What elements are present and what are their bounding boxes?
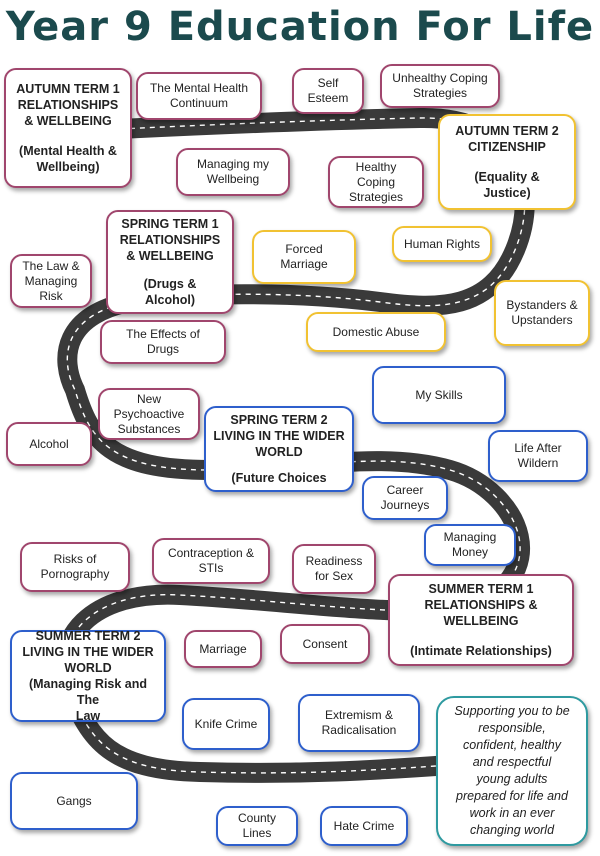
topic-readiness-for-sex: Readiness for Sex <box>292 544 376 594</box>
topic-career-journeys: Career Journeys <box>362 476 448 520</box>
topic-marriage: Marriage <box>184 630 262 668</box>
topic-extremism-radicalisation: Extremism & Radicalisation <box>298 694 420 752</box>
topic-hate-crime: Hate Crime <box>320 806 408 846</box>
spring-term-2-heading: SPRING TERM 2 LIVING IN THE WIDER WORLD <box>213 413 345 459</box>
topic-bystanders-upstanders: Bystanders & Upstanders <box>494 280 590 346</box>
summer-term-2-heading: SUMMER TERM 2 LIVING IN THE WIDER WORLD <box>22 629 154 675</box>
topic-contraception-stis: Contraception & STIs <box>152 538 270 584</box>
motto-box: Supporting you to be responsible, confid… <box>436 696 588 846</box>
topic-my-skills: My Skills <box>372 366 506 424</box>
summer-term-1-subtitle: (Intimate Relationships) <box>410 644 552 658</box>
summer-term-2-box: SUMMER TERM 2 LIVING IN THE WIDER WORLD … <box>10 629 166 723</box>
summer-term-1-heading: SUMMER TERM 1 RELATIONSHIPS & WELLBEING <box>424 582 538 628</box>
topic-managing-money: Managing Money <box>424 524 516 566</box>
topic-forced-marriage: Forced Marriage <box>252 230 356 284</box>
summer-term-1-box: SUMMER TERM 1 RELATIONSHIPS & WELLBEING … <box>388 574 574 666</box>
spring-term-1-heading: SPRING TERM 1 RELATIONSHIPS & WELLBEING <box>119 217 221 263</box>
topic-gangs: Gangs <box>10 772 138 830</box>
autumn-term-2-heading: AUTUMN TERM 2 CITIZENSHIP <box>455 124 559 154</box>
autumn-term-2-subtitle: (Equality & Justice) <box>474 170 540 200</box>
summer-term-2-subtitle: (Managing Risk and The Law <box>28 677 148 723</box>
topic-managing-my-wellbeing: Managing my Wellbeing <box>176 148 290 196</box>
topic-new-psychoactive-substances: New Psychoactive Substances <box>98 388 200 440</box>
topic-law-managing-risk: The Law & Managing Risk <box>10 254 92 308</box>
topic-unhealthy-coping-strategies: Unhealthy Coping Strategies <box>380 64 500 108</box>
autumn-term-1-box: AUTUMN TERM 1 RELATIONSHIPS & WELLBEING … <box>4 68 132 188</box>
autumn-term-1-heading: AUTUMN TERM 1 RELATIONSHIPS & WELLBEING <box>16 82 120 128</box>
topic-domestic-abuse: Domestic Abuse <box>306 312 446 352</box>
topic-healthy-coping-strategies: Healthy Coping Strategies <box>328 156 424 208</box>
topic-mental-health-continuum: The Mental Health Continuum <box>136 72 262 120</box>
topic-county-lines: County Lines <box>216 806 298 846</box>
autumn-term-2-box: AUTUMN TERM 2 CITIZENSHIP (Equality & Ju… <box>438 114 576 210</box>
autumn-term-1-subtitle: (Mental Health & Wellbeing) <box>19 144 117 174</box>
spring-term-2-box: SPRING TERM 2 LIVING IN THE WIDER WORLD … <box>204 406 354 492</box>
topic-knife-crime: Knife Crime <box>182 698 270 750</box>
topic-self-esteem: Self Esteem <box>292 68 364 114</box>
spring-term-2-subtitle: (Future Choices <box>231 471 327 485</box>
topic-human-rights: Human Rights <box>392 226 492 262</box>
topic-risks-of-pornography: Risks of Pornography <box>20 542 130 592</box>
spring-term-1-subtitle: (Drugs & Alcohol) <box>143 277 197 307</box>
topic-consent: Consent <box>280 624 370 664</box>
page-title: Year 9 Education For Life <box>5 4 595 50</box>
topic-life-after-wildern: Life After Wildern <box>488 430 588 482</box>
topic-effects-of-drugs: The Effects of Drugs <box>100 320 226 364</box>
spring-term-1-box: SPRING TERM 1 RELATIONSHIPS & WELLBEING … <box>106 210 234 314</box>
topic-alcohol: Alcohol <box>6 422 92 466</box>
